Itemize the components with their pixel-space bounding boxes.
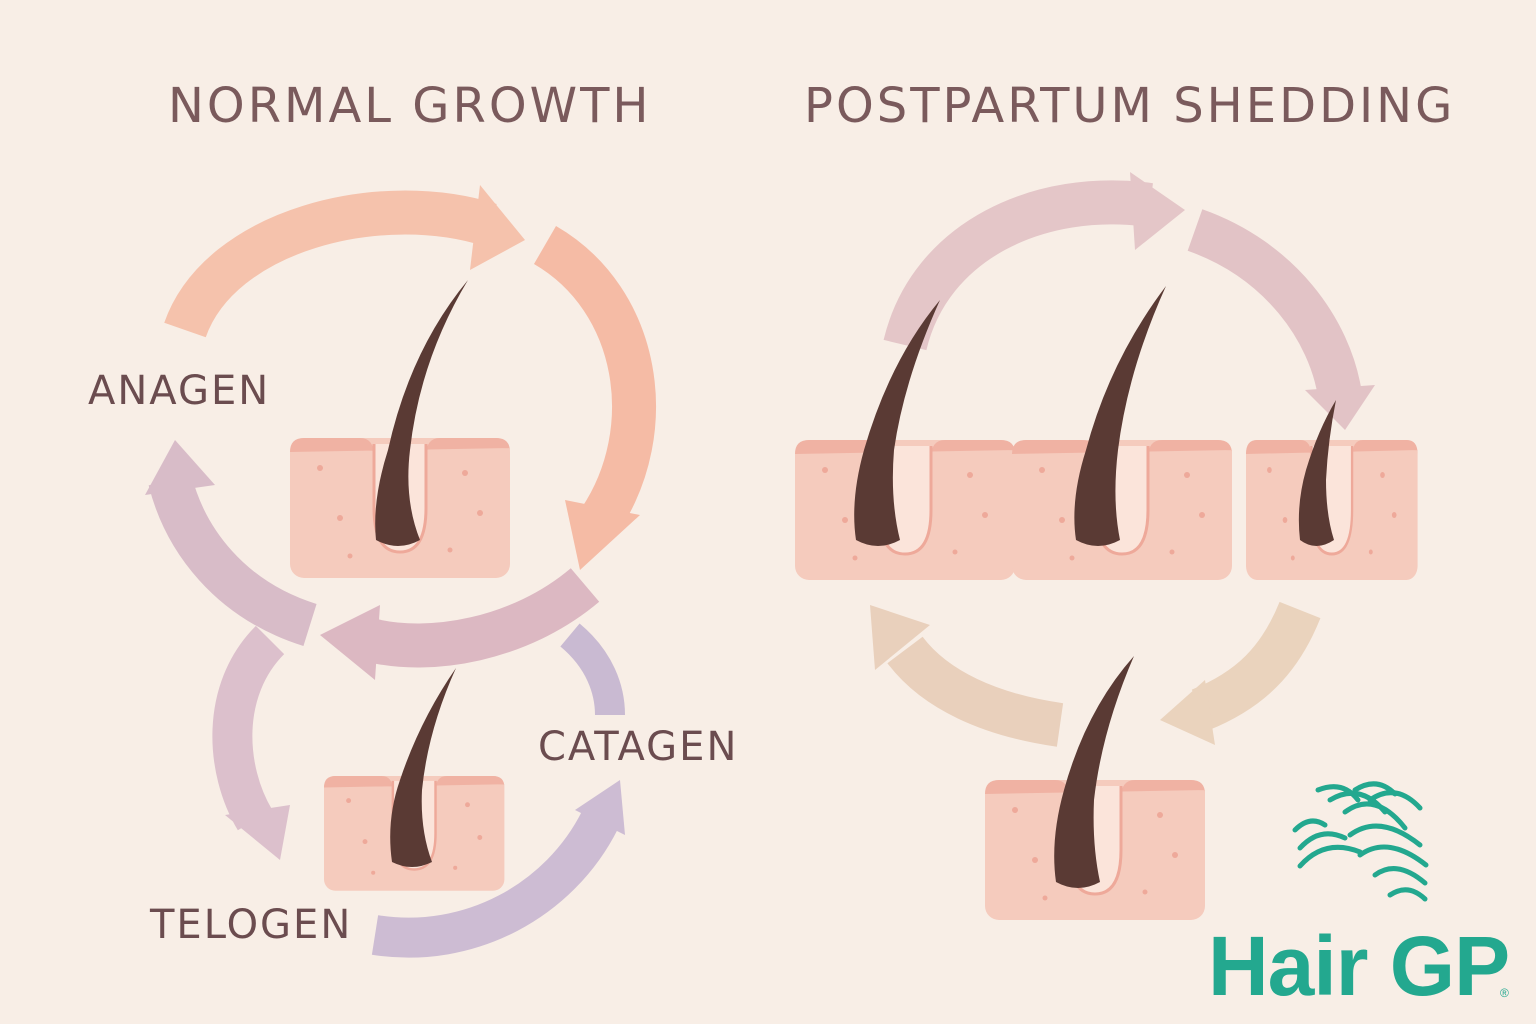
arrowhead-lower-left: [225, 805, 290, 860]
arrowhead-bottom: [575, 780, 625, 835]
hair-pp-2: [1074, 286, 1166, 546]
arrow-pp-bottom-right: [1191, 601, 1321, 731]
arrowhead-top: [470, 185, 525, 270]
normal-growth-title: NORMAL GROWTH: [168, 78, 652, 134]
telogen-label: TELOGEN: [150, 902, 353, 948]
arrow-pp-top-right: [1187, 209, 1362, 399]
hair-pp-1: [854, 300, 940, 546]
arrowhead-middle: [320, 605, 380, 680]
postpartum-cycle: [793, 172, 1420, 922]
arrow-anagen-top: [164, 190, 497, 339]
catagen-label: CATAGEN: [538, 724, 739, 770]
arrowhead-pp-bottom-right: [1160, 680, 1215, 745]
hair-catagen: [390, 668, 456, 867]
follicle-pp-3: [1244, 438, 1420, 582]
arrow-pp-bottom-left: [887, 636, 1064, 747]
hair-anagen: [375, 280, 468, 546]
arrow-middle-left: [364, 567, 600, 668]
follicle-pp-1: [793, 438, 1017, 582]
arrow-catagen-arc: [559, 623, 625, 716]
arrow-left-ascend: [148, 474, 318, 646]
arrow-pp-top-left: [883, 180, 1153, 351]
registered-mark: ®: [1500, 986, 1509, 1000]
arrow-bottom: [371, 810, 618, 958]
arrowhead-pp-bottom-left: [870, 605, 930, 670]
hair-gp-logo-mark: [1292, 781, 1429, 902]
hair-gp-logo-text: Hair GP: [1208, 919, 1510, 1013]
arrow-lower-left: [212, 625, 285, 831]
arrowhead-pp-top: [1130, 172, 1185, 250]
normal-growth-cycle: [145, 185, 656, 958]
follicle-pp-2: [1010, 438, 1234, 582]
postpartum-shedding-title: POSTPARTUM SHEDDING: [804, 78, 1456, 134]
arrow-right-descend: [533, 225, 656, 533]
arrowhead-left: [145, 440, 215, 495]
arrowhead-pp-right: [1305, 385, 1375, 430]
hair-pp-4: [1054, 656, 1134, 888]
arrowhead-right: [565, 500, 640, 570]
anagen-label: ANAGEN: [88, 368, 271, 414]
hair-pp-3: [1298, 400, 1336, 546]
